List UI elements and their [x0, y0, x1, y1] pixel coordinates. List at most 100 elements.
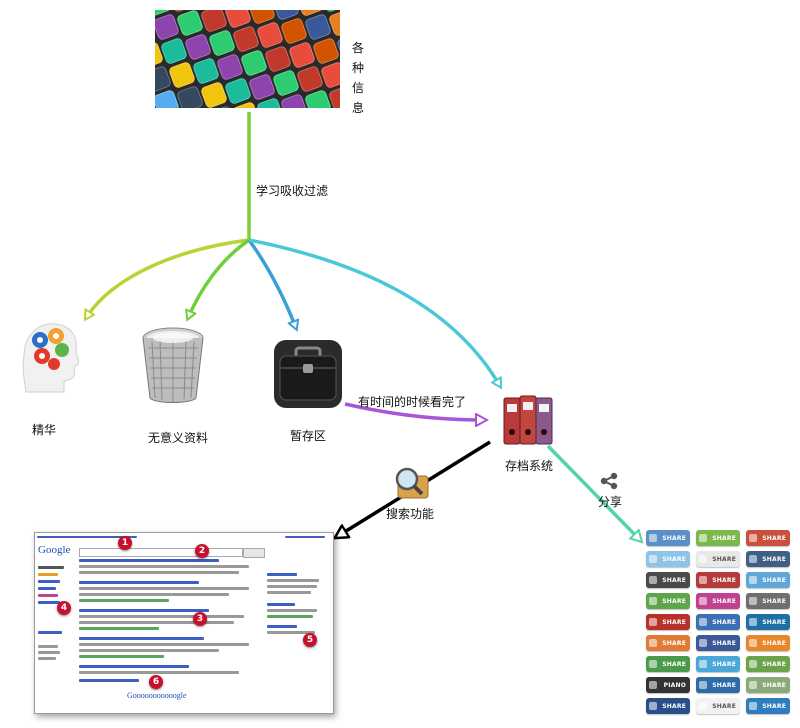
- serp-ad-line: [267, 625, 297, 628]
- serp-search-button: [243, 548, 265, 558]
- share-button[interactable]: SHARE: [646, 551, 690, 567]
- share-button[interactable]: SHARE: [746, 698, 790, 714]
- serp-ad-line: [267, 609, 317, 612]
- temp-label: 暂存区: [290, 429, 327, 443]
- share-button[interactable]: SHARE: [696, 572, 740, 588]
- serp-result-line: [79, 679, 139, 682]
- serp-side-line: [38, 566, 64, 569]
- read-later-label: 有时间的时候看完了: [358, 395, 467, 409]
- serp-ad-line: [267, 573, 297, 576]
- vlabel-char-1: 各: [352, 41, 365, 55]
- share-button[interactable]: SHARE: [696, 656, 740, 672]
- serp-result-line: [79, 665, 189, 668]
- share-button[interactable]: SHARE: [746, 677, 790, 693]
- share-button[interactable]: SHARE: [696, 593, 740, 609]
- social-tile: [175, 84, 205, 108]
- share-button[interactable]: SHARE: [696, 614, 740, 630]
- serp-result-line: [79, 587, 249, 590]
- share-button[interactable]: SHARE: [696, 530, 740, 546]
- share-button[interactable]: SHARE: [746, 635, 790, 651]
- serp-result-line: [79, 643, 249, 646]
- social-tile: [311, 36, 340, 66]
- badge-4: 4: [57, 601, 71, 615]
- serp-result-line: [79, 637, 204, 640]
- serp-side-line: [38, 594, 58, 597]
- social-tile: [159, 36, 189, 66]
- share-button[interactable]: SHARE: [696, 635, 740, 651]
- serp-result-line: [79, 571, 239, 574]
- badge-6: 6: [149, 675, 163, 689]
- social-tile: [231, 24, 261, 54]
- serp-result-line: [79, 581, 199, 584]
- social-tile: [191, 56, 221, 86]
- share-button[interactable]: SHARE: [696, 551, 740, 567]
- trash-bin-icon: [142, 327, 204, 403]
- serp-side-line: [38, 573, 58, 576]
- source-vertical-label: 各 种 信 息: [352, 38, 366, 118]
- binders-icon: [503, 395, 553, 445]
- serp-result-line: [79, 565, 249, 568]
- social-tile: [255, 20, 285, 50]
- share-button[interactable]: SHARE: [746, 614, 790, 630]
- social-tile: [303, 12, 333, 42]
- share-button[interactable]: SHARE: [696, 698, 740, 714]
- social-tile: [167, 60, 197, 90]
- social-tile: [279, 16, 309, 46]
- social-tile: [271, 68, 301, 98]
- share-buttons-grid: SHARE SHARE SHARE SHARE SHARE SHARE SHARE SHARE…: [646, 530, 790, 714]
- share-button[interactable]: SHARE: [646, 530, 690, 546]
- social-tile: [207, 28, 237, 58]
- share-button[interactable]: SHARE: [646, 698, 690, 714]
- serp-result-line: [79, 559, 219, 562]
- social-media-icons-image: [155, 10, 340, 108]
- serp-side-line: [38, 657, 56, 660]
- serp-top-right-nav: [285, 536, 325, 538]
- social-tile: [303, 88, 333, 108]
- serp-result-line: [79, 649, 219, 652]
- share-icon: [600, 472, 618, 490]
- serp-top-nav: [37, 536, 137, 538]
- learn-filter-label: 学习吸收过滤: [256, 184, 329, 198]
- serp-result-line: [79, 599, 169, 602]
- archive-label: 存档系统: [505, 459, 554, 473]
- share-button[interactable]: SHARE: [746, 572, 790, 588]
- serp-side-line: [38, 651, 60, 654]
- serp-ad-line: [267, 585, 317, 588]
- share-label: 分享: [598, 495, 623, 509]
- social-tile: [215, 52, 245, 82]
- social-tile: [287, 40, 317, 70]
- serp-result-line: [79, 615, 244, 618]
- social-tile: [155, 88, 181, 108]
- share-button[interactable]: SHARE: [746, 530, 790, 546]
- serp-side-line: [38, 645, 58, 648]
- junk-label: 无意义资料: [148, 431, 209, 445]
- share-button[interactable]: SHARE: [646, 614, 690, 630]
- serp-result-line: [79, 655, 164, 658]
- social-tile: [175, 10, 205, 38]
- share-button[interactable]: SHARE: [746, 551, 790, 567]
- serp-result-line: [79, 627, 159, 630]
- serp-ad-line: [267, 631, 315, 634]
- badge-5: 5: [303, 633, 317, 647]
- search-label: 搜索功能: [386, 507, 435, 521]
- serp-side-line: [38, 601, 60, 604]
- share-button[interactable]: SHARE: [646, 593, 690, 609]
- share-button[interactable]: SHARE: [646, 656, 690, 672]
- share-button[interactable]: SHARE: [696, 677, 740, 693]
- social-tile: [239, 48, 269, 78]
- serp-ad-line: [267, 591, 311, 594]
- badge-3: 3: [193, 612, 207, 626]
- briefcase-icon: [274, 340, 342, 408]
- share-button[interactable]: SHARE: [646, 635, 690, 651]
- serp-result-line: [79, 593, 229, 596]
- share-button[interactable]: PIANO: [646, 677, 690, 693]
- social-tile: [319, 60, 340, 90]
- share-button[interactable]: SHARE: [746, 656, 790, 672]
- serp-search-box: [79, 548, 243, 557]
- serp-side-line: [38, 580, 60, 583]
- vlabel-char-4: 息: [352, 101, 365, 115]
- share-button[interactable]: SHARE: [746, 593, 790, 609]
- badge-1: 1: [118, 536, 132, 550]
- share-button[interactable]: SHARE: [646, 572, 690, 588]
- brain-gears-icon: [22, 323, 80, 393]
